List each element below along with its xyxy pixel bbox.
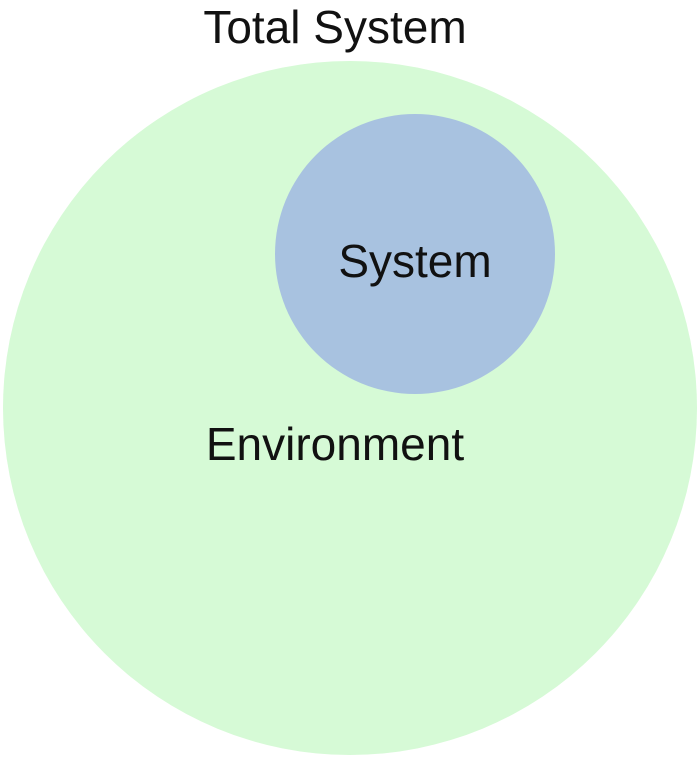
diagram-title: Total System	[203, 1, 466, 53]
environment-label: Environment	[206, 418, 464, 470]
system-circle	[275, 114, 555, 394]
system-label: System	[338, 235, 491, 287]
